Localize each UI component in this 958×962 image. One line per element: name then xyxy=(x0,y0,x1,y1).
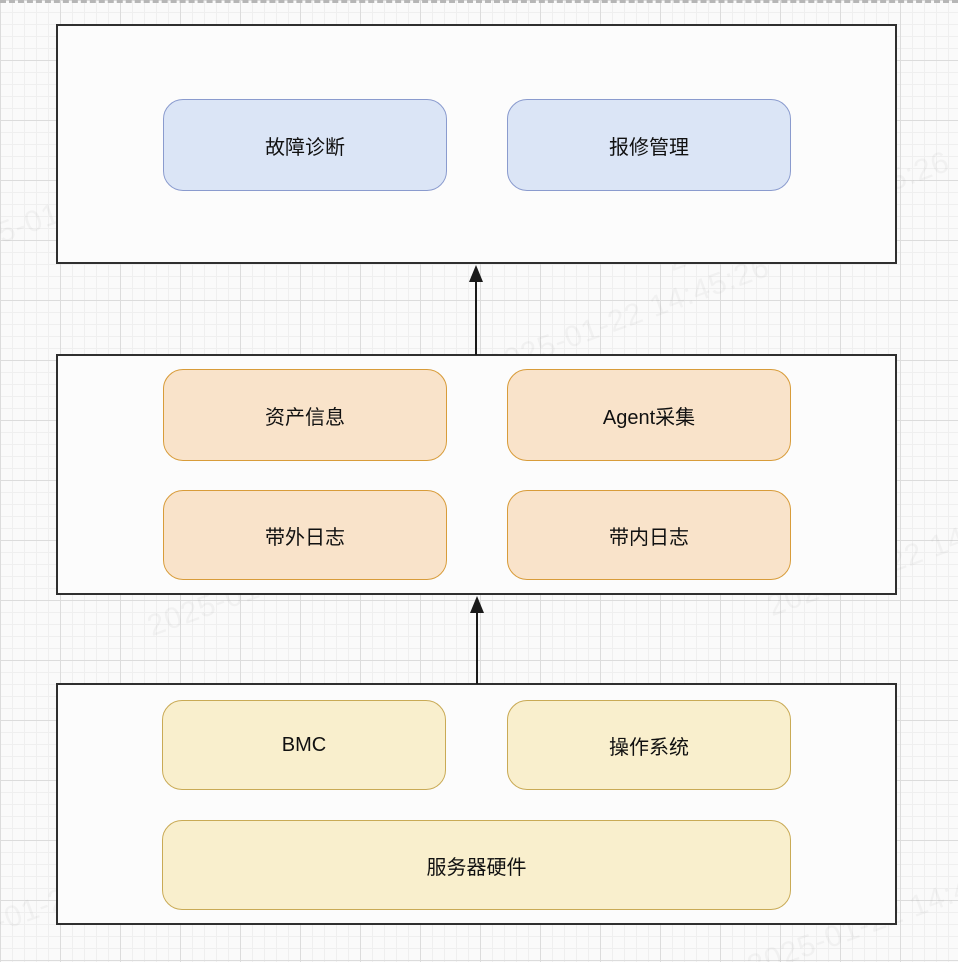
arrow-shaft xyxy=(475,277,477,355)
layer-infrastructure: BMC 操作系统 服务器硬件 xyxy=(56,683,897,925)
node-label: BMC xyxy=(281,733,327,756)
node-label: 带内日志 xyxy=(609,526,689,549)
node-label: 带外日志 xyxy=(265,526,345,549)
node-label: 故障诊断 xyxy=(265,136,345,159)
node-operating-system: 操作系统 xyxy=(507,700,791,790)
arrow-infrastructure-to-collection xyxy=(469,596,485,684)
node-server-hardware: 服务器硬件 xyxy=(162,820,791,910)
node-in-band-log: 带内日志 xyxy=(507,490,791,580)
arrowhead-icon xyxy=(470,596,484,613)
node-repair-management: 报修管理 xyxy=(507,99,791,191)
node-label: 服务器硬件 xyxy=(426,856,527,879)
node-bmc: BMC xyxy=(162,700,446,790)
node-label: Agent采集 xyxy=(602,406,696,429)
node-fault-diagnosis: 故障诊断 xyxy=(163,99,447,191)
layer-data-collection: 资产信息 Agent采集 带外日志 带内日志 xyxy=(56,354,897,595)
node-label: 操作系统 xyxy=(609,736,689,759)
node-label: 报修管理 xyxy=(609,136,689,159)
node-asset-info: 资产信息 xyxy=(163,369,447,461)
dashed-divider-line xyxy=(0,0,958,3)
node-out-of-band-log: 带外日志 xyxy=(163,490,447,580)
arrowhead-icon xyxy=(469,265,483,282)
node-agent-collect: Agent采集 xyxy=(507,369,791,461)
arrow-shaft xyxy=(476,608,478,684)
node-label: 资产信息 xyxy=(265,406,345,429)
layer-application: 故障诊断 报修管理 xyxy=(56,24,897,264)
arrow-collection-to-application xyxy=(468,265,484,355)
